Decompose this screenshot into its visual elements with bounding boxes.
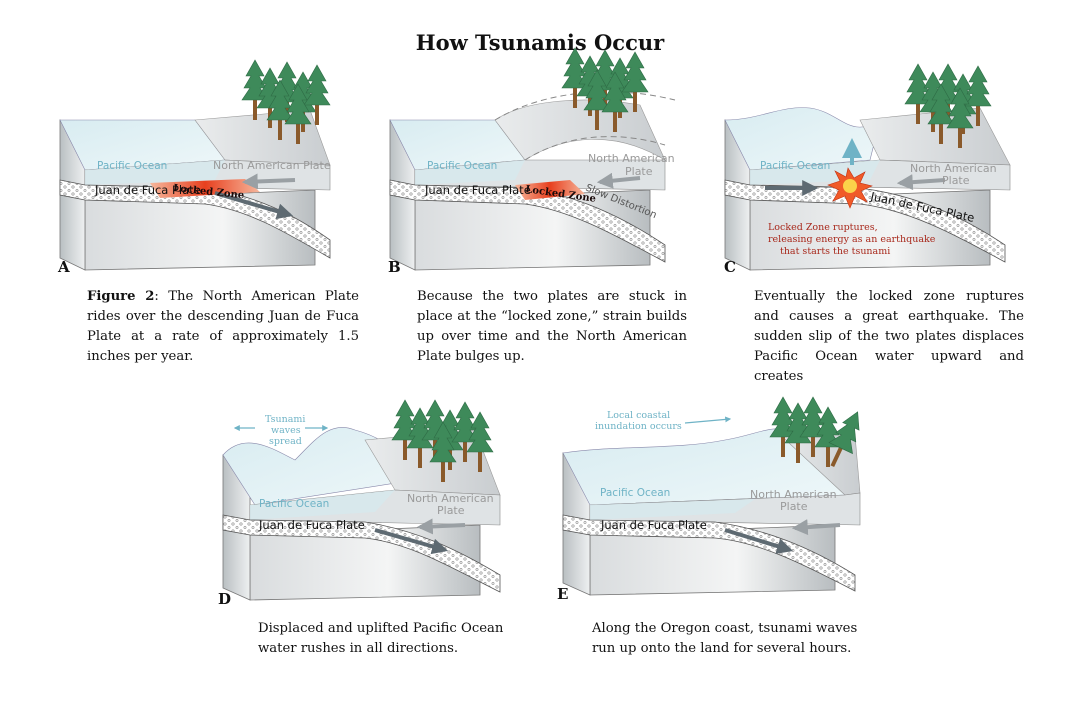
label-north-american-d: North American — [407, 492, 494, 505]
figure-label: Figure 2 — [87, 289, 155, 304]
block-diagram-c: Pacific Ocean North American Plate Juan … — [724, 63, 1011, 271]
caption-a: Figure 2: The North American Plate rides… — [87, 287, 359, 367]
panel-letter-c: C — [724, 258, 736, 276]
panel-e: Local coastal inundation occurs Pacific … — [555, 396, 875, 605]
label-pacific-ocean-a: Pacific Ocean — [97, 160, 167, 172]
label-juan-de-fuca-e: Juan de Fuca Plate — [600, 518, 707, 532]
label-pacific-ocean-e: Pacific Ocean — [600, 487, 670, 499]
panel-a: Pacific Ocean North American Plate Juan … — [55, 59, 355, 280]
overriding-arrow-c — [896, 174, 946, 191]
label-north-american-e: North American — [750, 488, 837, 501]
overriding-arrow-e — [791, 519, 841, 536]
label-plate-d: Plate — [437, 504, 465, 517]
label-north-american-plate-a: North American Plate — [213, 159, 331, 172]
plate-motion-arrow-e — [724, 528, 794, 554]
label-juan-de-fuca-a: Juan de Fuca Plate — [94, 183, 201, 197]
label-rupture-line1-c: Locked Zone ruptures, — [768, 222, 878, 233]
panel-b: Pacific Ocean North American Plate Juan … — [385, 47, 685, 280]
label-juan-de-fuca-b: Juan de Fuca Plate — [424, 183, 531, 197]
subducting-plate-e — [562, 514, 856, 592]
block-diagram-e: Local coastal inundation occurs Pacific … — [562, 396, 870, 596]
overriding-arrow-b — [596, 172, 641, 189]
label-plate-c: Plate — [942, 174, 970, 187]
caption-a-text: : The North American Plate rides over th… — [87, 289, 359, 364]
panel-d: Tsunami waves spread Pacific Ocean North… — [215, 399, 515, 610]
label-waves-line1-d: Tsunami — [265, 414, 305, 425]
plate-motion-arrow-a — [214, 191, 294, 220]
label-inundation-line1-e: Local coastal — [607, 410, 670, 421]
label-pacific-ocean-c: Pacific Ocean — [760, 160, 830, 172]
subducting-plate-d — [222, 514, 501, 593]
subducting-plate-a — [59, 179, 331, 259]
caption-b: Because the two plates are stuck in plac… — [417, 289, 687, 364]
block-diagram-a: Pacific Ocean North American Plate Juan … — [59, 59, 331, 271]
inundation-arrow-e — [684, 416, 732, 424]
label-pacific-ocean-b: Pacific Ocean — [427, 160, 497, 172]
label-plate-e: Plate — [780, 500, 808, 513]
label-inundation-line2-e: inundation occurs — [595, 421, 682, 432]
caption-c: Eventually the locked zone ruptures and … — [754, 289, 1024, 384]
caption-d: Displaced and uplifted Pacific Ocean wat… — [258, 621, 504, 656]
overriding-arrow-d — [416, 518, 466, 535]
block-diagram-d: Tsunami waves spread Pacific Ocean North… — [222, 399, 501, 601]
overriding-arrow-a — [241, 173, 296, 190]
label-pacific-ocean-d: Pacific Ocean — [259, 498, 329, 510]
label-north-american-b: North American — [588, 152, 675, 165]
earthquake-burst-c — [827, 167, 873, 209]
label-rupture-line3-c: that starts the tsunami — [780, 246, 890, 257]
plate-motion-arrow-d — [374, 528, 449, 555]
label-waves-line3-d: spread — [269, 436, 302, 447]
subducting-plate-c — [724, 179, 1006, 263]
panel-c: Pacific Ocean North American Plate Juan … — [720, 63, 1030, 280]
caption-e: Along the Oregon coast, tsunami waves ru… — [592, 621, 858, 656]
page-title: How Tsunamis Occur — [415, 30, 665, 55]
locked-zone-b — [515, 180, 585, 200]
panel-letter-b: B — [388, 258, 401, 276]
label-plate-b: Plate — [625, 165, 653, 178]
panel-letter-d: D — [218, 590, 232, 608]
block-diagram-b: Pacific Ocean North American Plate Juan … — [389, 47, 676, 271]
panel-letter-a: A — [58, 258, 70, 276]
label-waves-line2-d: waves — [271, 425, 301, 436]
panel-letter-e: E — [557, 585, 569, 603]
label-north-american-c: North American — [910, 162, 997, 175]
label-juan-de-fuca-d: Juan de Fuca Plate — [258, 518, 365, 532]
locked-zone-a — [150, 179, 260, 198]
label-rupture-line2-c: releasing energy as an earthquake — [768, 234, 936, 245]
